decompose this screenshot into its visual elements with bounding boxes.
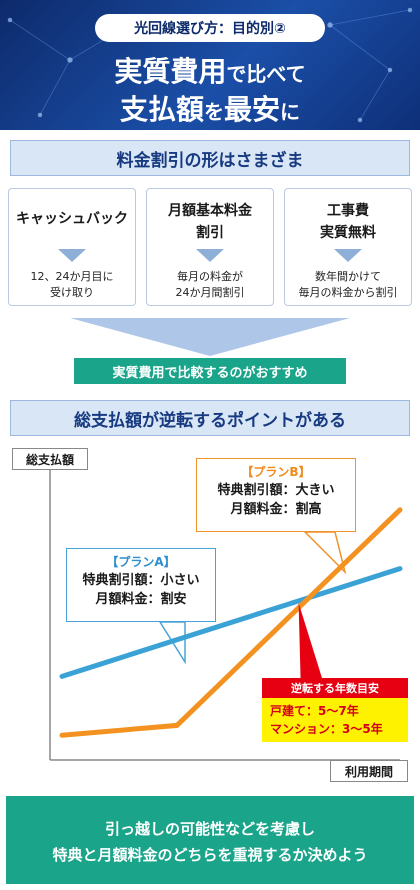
plan-a-discount: 特典割引額：小さい	[82, 573, 200, 588]
plan-a-tag: 【プランA】	[106, 555, 176, 569]
reversal-apartment: マンション：3～5年	[270, 722, 383, 736]
section-heading-discounts: 料金割引の形はさまざま	[10, 140, 410, 176]
reversal-detached: 戸建て：5～7年	[270, 704, 359, 718]
down-triangle-icon	[196, 249, 224, 262]
hero-title-text: で比べて	[226, 62, 306, 86]
hero-title-text: 支払額	[119, 93, 204, 126]
hero-title-text: 実質費用	[114, 55, 227, 88]
series-line-0	[59, 566, 403, 679]
reversal-heading: 逆転する年数目安	[262, 678, 408, 698]
x-axis-label: 利用期間	[330, 760, 408, 782]
hero-title-text: に	[280, 100, 301, 124]
hero-title-text: を	[204, 100, 224, 124]
card-title: 実質無料	[320, 225, 376, 241]
conclusion-line2: 特典と月額料金のどちらを重視するか決めよう	[52, 846, 368, 864]
payment-chart	[49, 460, 403, 761]
plan-a-monthly: 月額料金：割安	[95, 592, 187, 607]
card-title: 工事費	[327, 203, 369, 219]
y-axis-label: 総支払額	[12, 448, 88, 470]
conclusion-line1: 引っ越しの可能性などを考慮し	[104, 820, 315, 838]
down-arrow-icon	[70, 318, 350, 356]
card-cashback: キャッシュバック 12、24か月目に 受け取り	[8, 188, 136, 306]
conclusion-banner: 引っ越しの可能性などを考慮し 特典と月額料金のどちらを重視するか決めよう	[6, 796, 414, 884]
card-desc: 受け取り	[50, 286, 94, 299]
card-title: キャッシュバック	[16, 211, 128, 227]
down-triangle-icon	[334, 249, 362, 262]
series-line-1	[59, 507, 403, 738]
plan-b-callout: 【プランB】 特典割引額：大きい 月額料金：割高	[196, 458, 356, 532]
plan-b-tag: 【プランB】	[241, 465, 311, 479]
section-heading-reversal: 総支払額が逆転するポイントがある	[10, 400, 410, 436]
plan-a-callout: 【プランA】 特典割引額：小さい 月額料金：割安	[66, 548, 216, 622]
hero-title-line1: 実質費用で比べて	[0, 50, 420, 90]
reversal-years-box: 逆転する年数目安 戸建て：5～7年 マンション：3～5年	[262, 678, 408, 742]
plan-b-discount: 特典割引額：大きい	[217, 483, 335, 498]
hero-title-line2: 支払額を最安に	[0, 88, 420, 128]
card-desc: 24か月間割引	[175, 286, 245, 299]
card-title: 割引	[196, 225, 224, 241]
down-triangle-icon	[58, 249, 86, 262]
hero-title-text: 最安	[224, 93, 281, 126]
plan-b-pointer	[303, 531, 347, 575]
card-construction-free: 工事費 実質無料 数年間かけて 毎月の料金から割引	[284, 188, 412, 306]
card-monthly-discount: 月額基本料金 割引 毎月の料金が 24か月間割引	[146, 188, 274, 306]
card-desc: 12、24か月目に	[30, 270, 114, 283]
card-title: 月額基本料金	[168, 203, 252, 219]
plan-b-monthly: 月額料金：割高	[230, 502, 322, 517]
card-desc: 毎月の料金が	[177, 270, 243, 283]
hero-subtitle-pill: 光回線選び方：目的別②	[95, 14, 325, 42]
hero-banner: 光回線選び方：目的別② 実質費用で比べて 支払額を最安に	[0, 0, 420, 130]
card-desc: 毎月の料金から割引	[298, 286, 398, 299]
recommend-banner: 実質費用で比較するのがおすすめ	[74, 358, 346, 384]
network-background-icon	[7, 7, 413, 123]
card-desc: 数年間かけて	[315, 270, 381, 283]
crossover-pointer	[298, 602, 323, 680]
